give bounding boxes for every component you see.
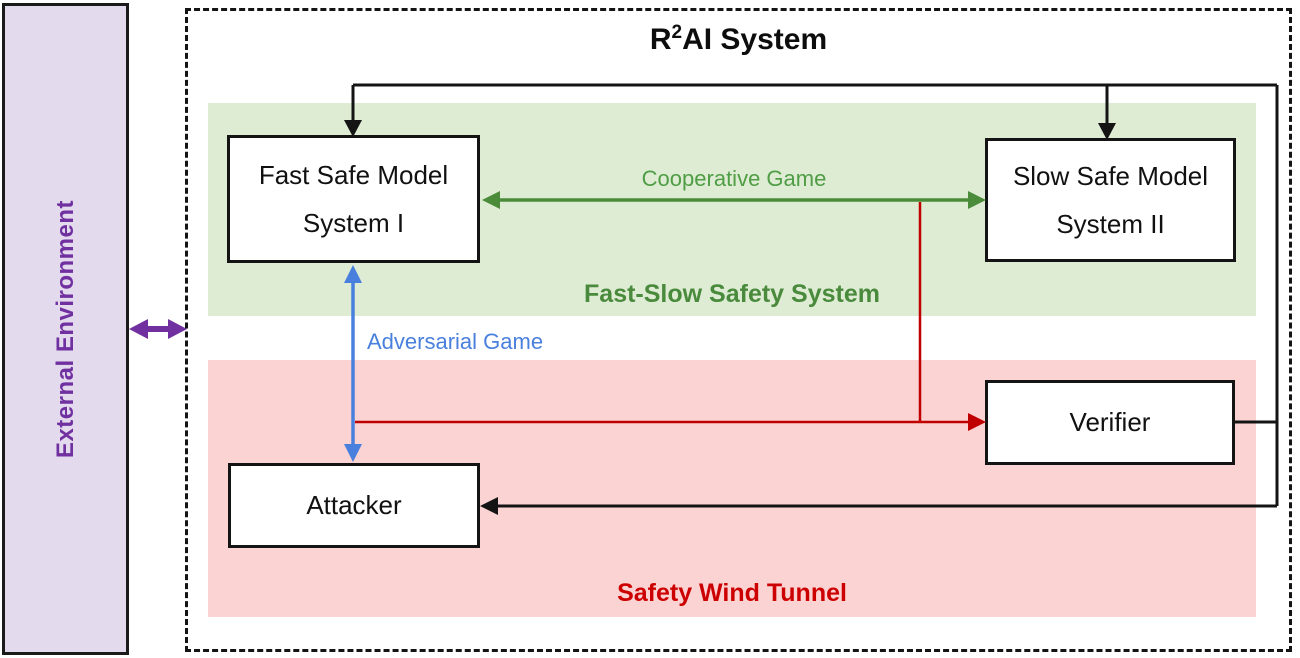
title-prefix: R bbox=[649, 23, 672, 56]
fast-safe-model-line2: System I bbox=[302, 207, 405, 238]
verifier-node: Verifier bbox=[985, 380, 1235, 465]
fast-slow-safety-label: Fast-Slow Safety System bbox=[584, 280, 880, 308]
external-environment-label: External Environment bbox=[51, 199, 79, 459]
safety-wind-tunnel-label: Safety Wind Tunnel bbox=[617, 579, 847, 607]
title-superscript: 2 bbox=[671, 22, 683, 43]
slow-safe-model-line1: Slow Safe Model bbox=[1012, 160, 1209, 191]
environment-arrowhead-left-icon bbox=[129, 319, 148, 339]
environment-link-arrow bbox=[129, 319, 187, 339]
cooperative-game-label: Cooperative Game bbox=[641, 166, 827, 191]
external-environment-box: External Environment bbox=[2, 3, 129, 655]
attacker-node: Attacker bbox=[228, 463, 480, 548]
fast-safe-model-line1: Fast Safe Model bbox=[258, 159, 449, 190]
attacker-label: Attacker bbox=[306, 490, 402, 520]
diagram-title: R2AI System bbox=[185, 22, 1292, 57]
verifier-label: Verifier bbox=[1069, 407, 1151, 437]
slow-safe-model-node: Slow Safe Model System II bbox=[985, 138, 1236, 262]
title-suffix: AI System bbox=[682, 23, 828, 56]
slow-safe-model-line2: System II bbox=[1056, 208, 1165, 239]
fast-safe-model-node: Fast Safe Model System I bbox=[227, 135, 480, 263]
adversarial-game-label: Adversarial Game bbox=[367, 329, 544, 354]
